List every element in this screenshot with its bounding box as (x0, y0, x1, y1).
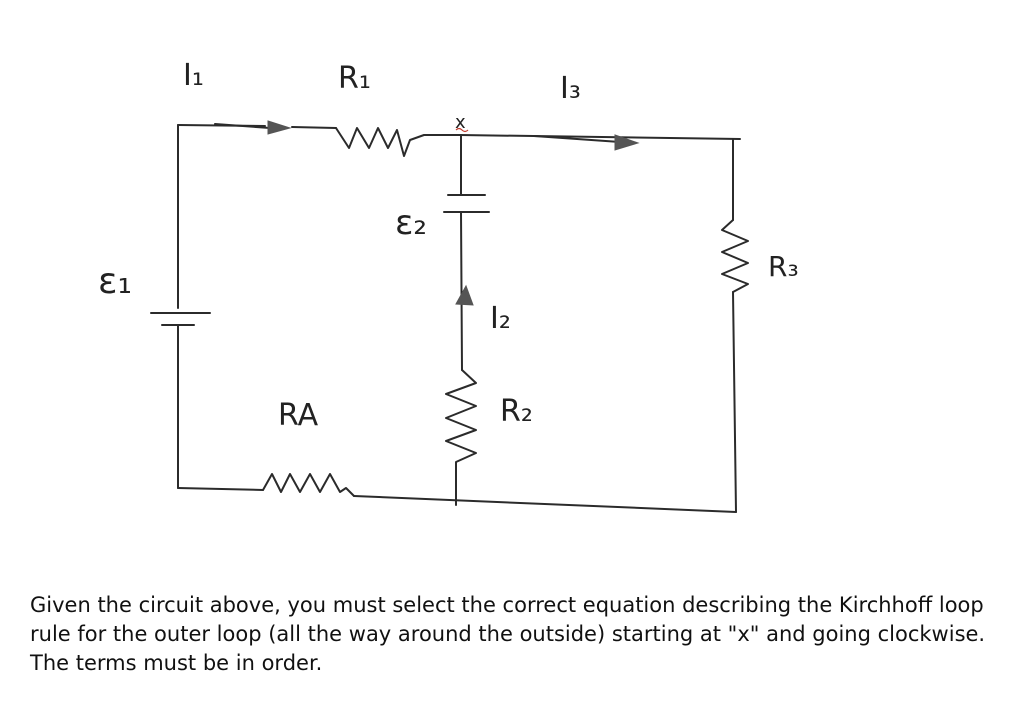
resistor-r1 (335, 127, 461, 157)
circuit-diagram: I₁ R₁ x I₃ ε₂ ε₁ R₃ I₂ RA R₂ (98, 58, 799, 513)
middle-wire (460, 211, 463, 371)
label-ra: RA (278, 398, 319, 433)
i1-arrowhead (267, 120, 292, 135)
resistor-r2 (445, 369, 477, 506)
i3-arrow-shaft (533, 135, 621, 143)
x-marker-squiggle (455, 127, 469, 133)
label-e1: ε₁ (98, 261, 132, 302)
i1-arrow-shaft (214, 123, 271, 129)
label-i1: I₁ (183, 58, 204, 93)
bottom-right-wire (353, 495, 737, 513)
label-x: x (455, 112, 466, 133)
i3-arrowhead (614, 134, 640, 151)
label-e2: ε₂ (395, 203, 427, 243)
resistor-r3 (721, 219, 749, 293)
i2-arrowhead (455, 284, 474, 306)
label-i3: I₃ (560, 71, 581, 106)
right-lower-wire (732, 291, 737, 513)
question-text: Given the circuit above, you must select… (30, 593, 986, 675)
label-r2: R₂ (500, 394, 533, 429)
label-i2: I₂ (490, 301, 511, 336)
bottom-left-wire (177, 487, 264, 491)
label-r1: R₁ (338, 61, 371, 96)
resistor-ra (262, 473, 355, 497)
top-right-wire (459, 134, 741, 140)
label-r3: R₃ (768, 250, 799, 283)
